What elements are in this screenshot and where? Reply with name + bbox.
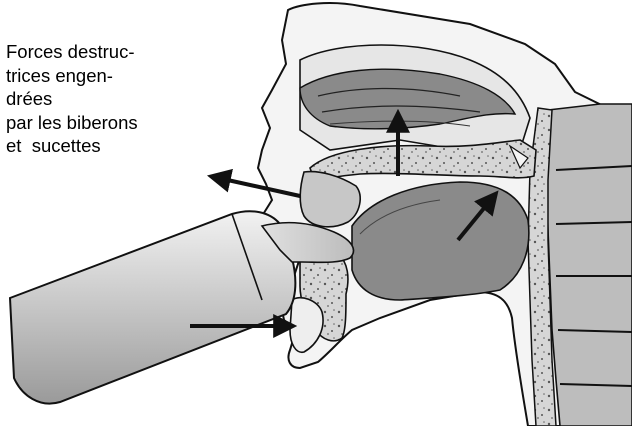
caption-line: Forces destruc-: [6, 40, 196, 64]
caption-line: drées: [6, 87, 196, 111]
caption: Forces destruc- trices engen- drées par …: [6, 40, 196, 158]
cervical-spine: [546, 104, 632, 426]
caption-line: par les biberons: [6, 111, 196, 135]
caption-line: trices engen-: [6, 64, 196, 88]
caption-line: et sucettes: [6, 134, 196, 158]
